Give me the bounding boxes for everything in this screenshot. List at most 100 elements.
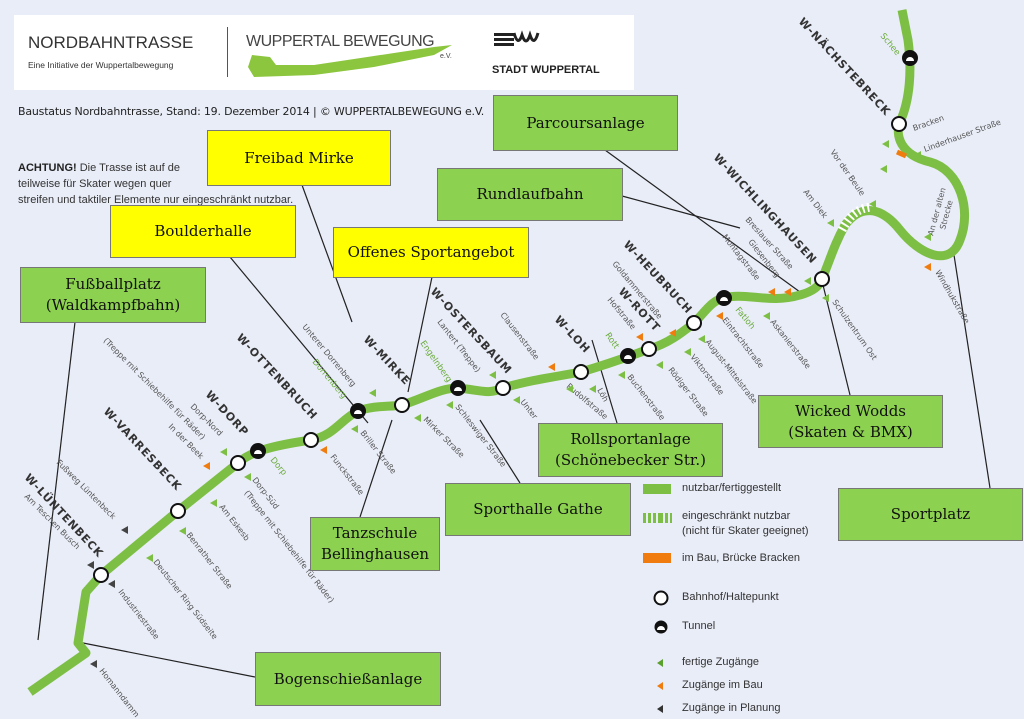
facility-roll-line2: (Schönebecker Str.) (555, 451, 706, 469)
station-label: W-MIRKE (361, 333, 413, 388)
street-label: Deutscher Ring Südseite (151, 558, 219, 641)
access-done-arrow-icon (827, 219, 834, 227)
access-done-arrow-icon (244, 473, 251, 481)
access-done-arrow-icon (684, 348, 691, 356)
stadt-wuppertal-logo: STADT WUPPERTAL (492, 64, 600, 76)
access-construction-arrow-icon (548, 363, 555, 371)
access-done-arrow-icon (489, 371, 496, 379)
access-construction-arrow-icon (320, 446, 327, 454)
street-label: Am Eskesb (217, 503, 251, 543)
logo-bar: NORDBAHNTRASSE Eine Initiative der Wuppe… (14, 15, 634, 90)
status-caption: Baustatus Nordbahntrasse, Stand: 19. Dez… (18, 105, 485, 118)
connector-lines (37, 149, 991, 678)
legend-restricted: eingeschränkt nutzbar(nicht für Skater g… (682, 509, 809, 539)
nordbahntrasse-logo: NORDBAHNTRASSE (28, 33, 194, 52)
access-construction-arrow-icon (716, 312, 723, 320)
station-label: W-DORP (203, 388, 252, 439)
legend-restricted-swatch (643, 513, 672, 523)
access-done-arrow-icon (698, 335, 705, 343)
facility-sporthalle-gathe: Sporthalle Gathe (445, 483, 631, 536)
access-done-arrow-icon (414, 414, 421, 422)
station-label: W-WICHLINGHAUSEN (711, 151, 820, 266)
facility-bogenschiessanlage: Bogenschießanlage (255, 652, 441, 706)
street-label: Schleswiger Straße (453, 403, 507, 469)
place-label: Schee (878, 32, 902, 58)
access-construction-arrow-icon (636, 333, 643, 341)
street-label: Industriestraße (116, 588, 161, 641)
place-label: Engelnberg (418, 339, 454, 384)
access-done-arrow-icon (566, 385, 573, 393)
station-icon (814, 271, 830, 287)
street-label: Askanierstraße (768, 318, 812, 371)
connector-rundlauf (621, 195, 741, 229)
facility-parcoursanlage: Parcoursanlage (493, 95, 678, 151)
station-icon (303, 432, 319, 448)
street-label: Schulzentrum Ost (830, 298, 878, 362)
access-done-arrow-icon (513, 396, 520, 404)
facility-wicked-wodds: Wicked Wodds(Skaten & BMX) (758, 395, 943, 448)
station-icon (573, 364, 589, 380)
place-label: Rott (603, 331, 622, 352)
facility-fussballplatz: Fußballplatz(Waldkampfbahn) (20, 267, 206, 323)
wuppertalbewegung-logo: WUPPERTAL BEWEGUNG (246, 33, 435, 50)
facility-freibad-mirke: Freibad Mirke (207, 130, 391, 186)
street-label: Unter (518, 398, 539, 422)
access-construction-arrow-icon (669, 329, 676, 337)
connector-rollsport (591, 339, 618, 424)
access-done-arrow-icon (914, 151, 921, 159)
access-done-arrow-icon (618, 371, 625, 379)
construction-segment-bracken (895, 149, 908, 159)
legend-tunnel-icon (654, 620, 668, 634)
legend-construction: im Bau, Brücke Bracken (682, 552, 800, 564)
connector-parcours (604, 149, 801, 293)
station-label: W-VARRESBECK (101, 405, 185, 493)
access-done-arrow-icon (369, 389, 376, 397)
legend-access-done-icon (657, 659, 663, 667)
access-done-arrow-icon (146, 554, 153, 562)
street-label: Bracken (912, 113, 946, 133)
access-arrows (87, 140, 931, 668)
access-done-arrow-icon (869, 200, 876, 208)
restricted-segment (838, 202, 873, 233)
connector-fussballplatz (37, 321, 76, 641)
connector-sportplatz (953, 254, 991, 489)
connector-tanzschule (359, 419, 393, 518)
warning-text: ACHTUNG! Die Trasse ist auf de teilweise… (18, 160, 398, 208)
access-done-arrow-icon (656, 361, 663, 369)
warning-line-3: streifen und taktiler Elemente nur einge… (18, 194, 294, 206)
legend-restricted-1: eingeschränkt nutzbar (682, 510, 791, 522)
connector-bogen (77, 641, 256, 678)
access-construction-arrow-icon (768, 288, 775, 296)
logo-divider (227, 27, 228, 77)
stadt-wuppertal-emblem-icon (494, 30, 540, 46)
station-label: W-LOH (552, 313, 593, 356)
warning-label: ACHTUNG! (18, 162, 77, 174)
street-label: Buchenstraße (625, 373, 666, 422)
street-label: Funckstraße (328, 453, 365, 497)
place-label: Dorp (268, 456, 289, 478)
legend-usable-swatch (643, 484, 671, 494)
street-label: Vor der Beule (828, 148, 866, 197)
facility-roll-line1: Rollsportanlage (570, 430, 691, 448)
legend-access-done: fertige Zugänge (682, 656, 760, 668)
legend-access-construction: Zugänge im Bau (682, 679, 763, 691)
facility-wicked-line2: (Skaten & BMX) (788, 422, 913, 441)
route-line (27, 9, 970, 696)
access-construction-arrow-icon (203, 462, 210, 470)
tunnel-icon (716, 290, 732, 306)
access-done-arrow-icon (351, 425, 358, 433)
station-icon (641, 341, 657, 357)
street-label: Clausenstraße (498, 311, 540, 362)
connector-freibad (301, 184, 353, 323)
tunnel-icon (250, 443, 266, 459)
wuppertalbewegung-hill-icon (248, 45, 452, 77)
legend-usable: nutzbar/fertiggestellt (682, 482, 782, 494)
facility-rundlaufbahn: Rundlaufbahn (437, 168, 623, 221)
street-label: Mirker Straße (422, 415, 467, 460)
street-label: Am Diek (801, 188, 829, 220)
facility-fussballplatz-line1: Fußballplatz (65, 275, 161, 293)
access-done-arrow-icon (924, 233, 931, 241)
station-label: W-LÜNTENBECK (22, 470, 107, 560)
tunnel-icon (350, 403, 366, 419)
